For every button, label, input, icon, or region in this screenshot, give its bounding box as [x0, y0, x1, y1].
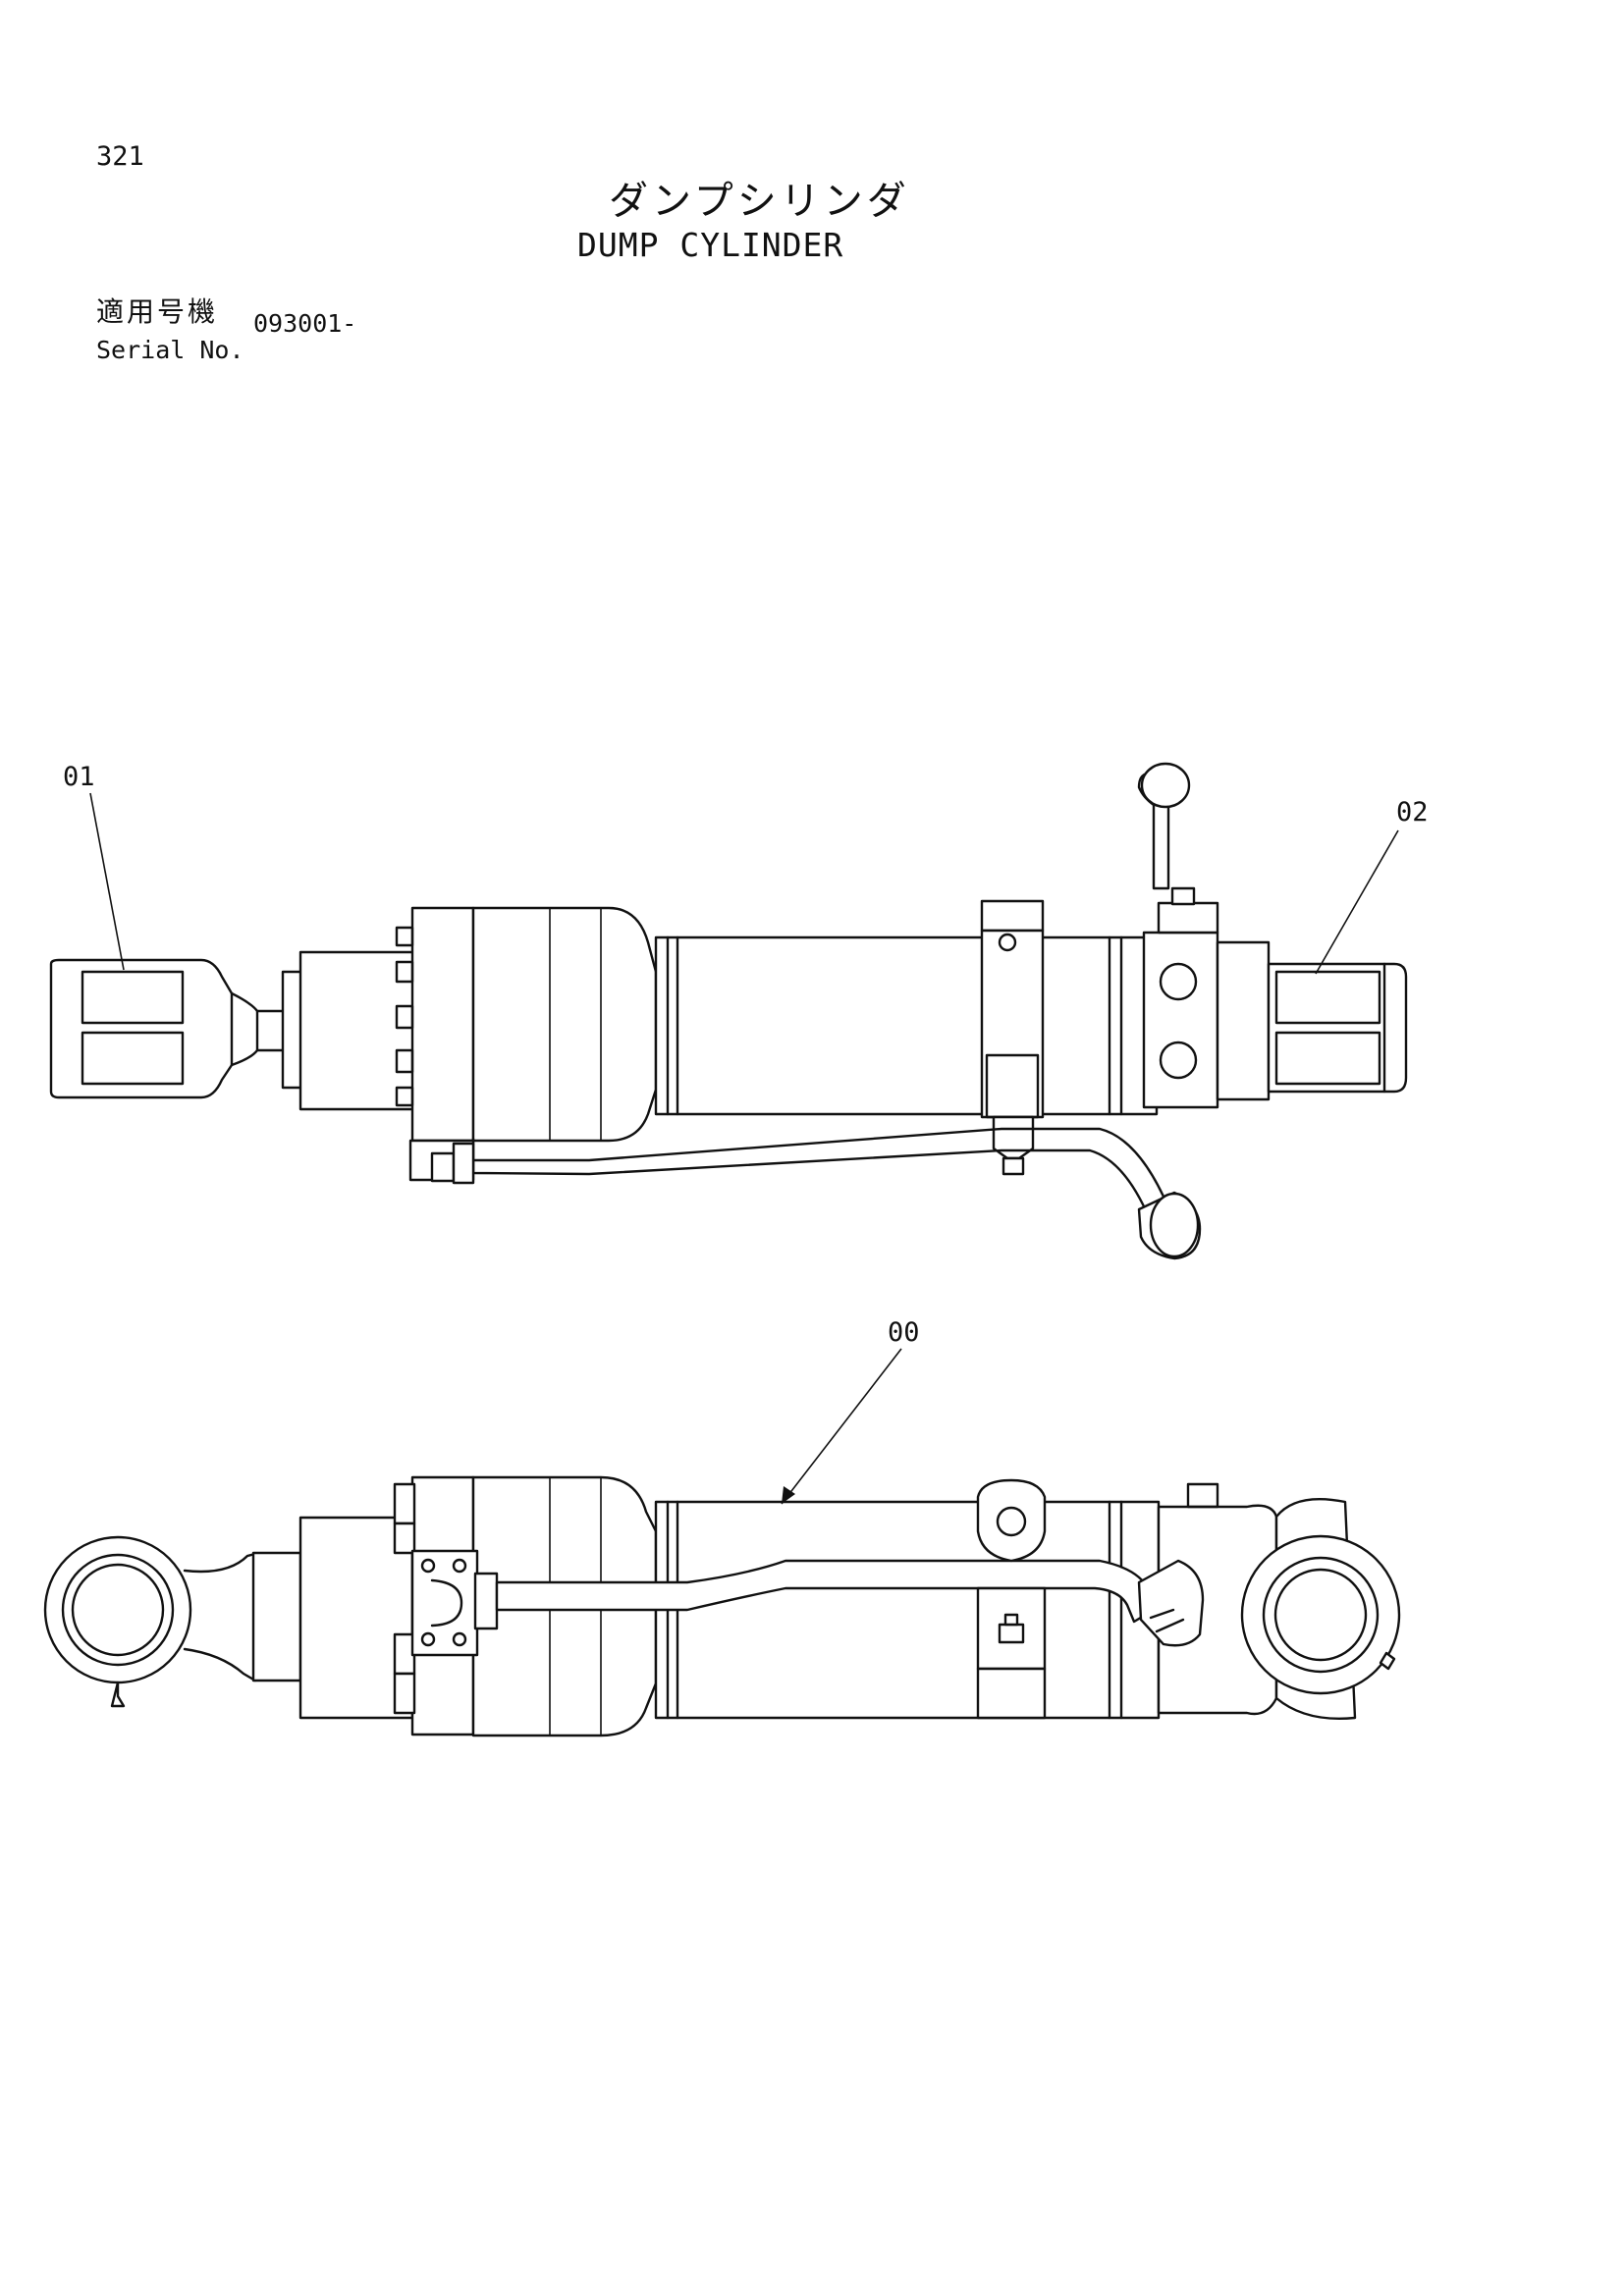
- serial-label-japanese: 適用号機: [96, 295, 219, 328]
- callout-02: 02: [1315, 797, 1429, 975]
- cylinder-top-view: [49, 762, 1408, 1260]
- callout-02-label: 02: [1396, 797, 1429, 828]
- cylinder-tube-top: [654, 935, 1159, 1116]
- hydraulic-pipe-top: [408, 1127, 1202, 1260]
- serial-label-english: Serial No.: [96, 336, 244, 364]
- callout-00: 00: [781, 1317, 920, 1505]
- bottom-block-side: [1137, 1482, 1278, 1716]
- rod-end-eye: [43, 1535, 302, 1708]
- pipe-clamp-side: [976, 1478, 1047, 1720]
- callout-01: 01: [63, 762, 125, 971]
- port-elbow-upper: [1137, 762, 1191, 890]
- cylinder-side-view: [43, 1475, 1401, 1737]
- cylinder-head-top: [395, 906, 658, 1143]
- bottom-block-top: [1142, 886, 1271, 1109]
- rod-end-clevis-left: [49, 958, 304, 1099]
- callout-01-label: 01: [63, 762, 95, 792]
- head-end-clevis-right: [1267, 962, 1408, 1094]
- title-english: DUMP CYLINDER: [577, 226, 844, 264]
- page-number: 321: [96, 141, 144, 172]
- serial-number-value: 093001-: [253, 309, 357, 338]
- piston-rod-top: [298, 950, 418, 1111]
- hydraulic-pipe-side: [495, 1559, 1156, 1624]
- head-end-eye: [1240, 1498, 1401, 1720]
- cylinder-tube-side: [654, 1500, 1161, 1720]
- title-japanese: ダンプシリンダ: [609, 179, 910, 224]
- pipe-clamp-top: [980, 899, 1045, 1176]
- callout-00-label: 00: [888, 1317, 920, 1348]
